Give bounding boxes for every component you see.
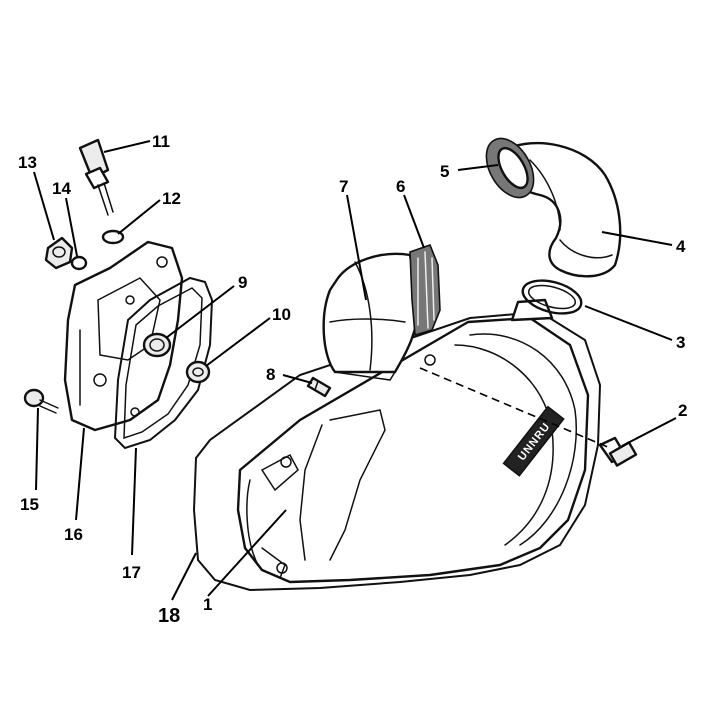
washer-14: [70, 255, 88, 271]
plug-9: [142, 332, 172, 358]
callout-1: 1: [203, 595, 212, 614]
callout-labels: 1 2 3 4 5 6 7 8 9 10 11 12 13 14 15 16 1…: [18, 132, 687, 627]
dipstick-11: [78, 138, 114, 216]
callout-18: 18: [158, 605, 180, 627]
callout-15: 15: [20, 495, 39, 514]
callout-3: 3: [676, 333, 685, 352]
bolt-2-assembly-line: [419, 367, 611, 449]
callout-8: 8: [266, 365, 275, 384]
callout-16: 16: [64, 525, 83, 544]
main-cover-1: UNNRU: [236, 298, 590, 584]
callout-17: 17: [122, 563, 141, 582]
callout-5: 5: [440, 162, 449, 181]
screw-8: [306, 376, 332, 398]
leader-lines: [33, 140, 677, 601]
drain-plug-13: [44, 236, 74, 270]
callout-13: 13: [18, 153, 37, 172]
callout-4: 4: [676, 237, 686, 256]
callout-12: 12: [162, 189, 181, 208]
callout-14: 14: [52, 179, 71, 198]
bolt-15: [23, 388, 59, 414]
callout-2: 2: [678, 401, 687, 420]
plug-10: [185, 360, 211, 384]
callout-11: 11: [152, 132, 170, 151]
o-ring-12: [101, 229, 125, 245]
callout-9: 9: [238, 273, 247, 292]
callout-6: 6: [396, 177, 405, 196]
hose-clamp-3: [521, 279, 583, 315]
callout-10: 10: [272, 305, 291, 324]
callout-7: 7: [339, 177, 348, 196]
bolt-2: [598, 436, 638, 467]
side-gasket-17: [113, 276, 214, 450]
